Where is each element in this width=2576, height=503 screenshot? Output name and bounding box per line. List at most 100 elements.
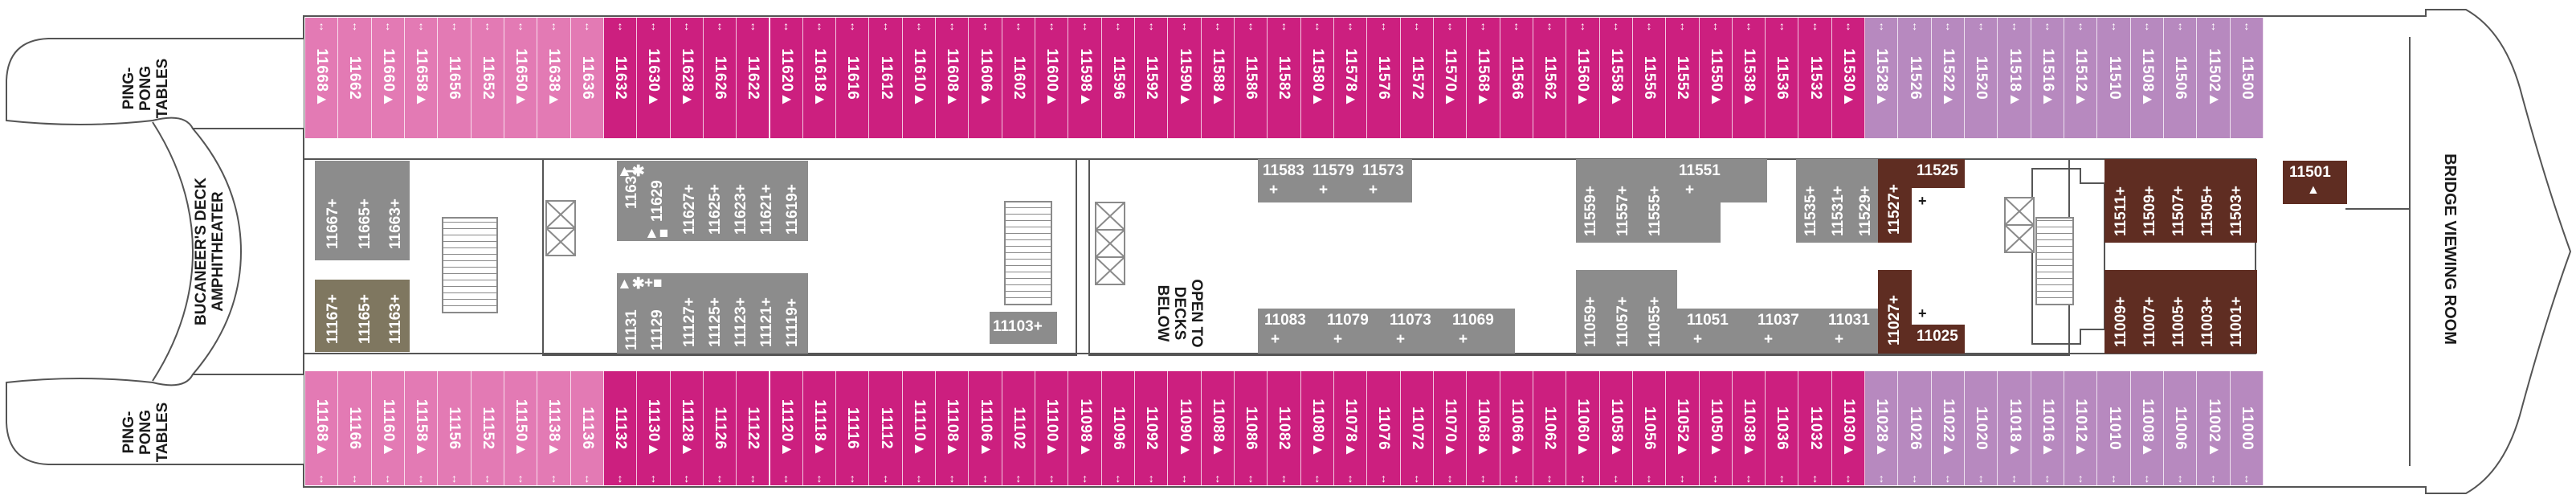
cabin-11128[interactable]: 11128▲↕: [670, 371, 704, 485]
cabin-11016[interactable]: 11016▲↕: [2031, 371, 2065, 485]
cabin-11025[interactable]: 11025: [1912, 325, 1965, 354]
cabin-11132[interactable]: 11132↕: [603, 371, 638, 485]
cabin-11518[interactable]: 11518▲↕: [1998, 18, 2031, 138]
cabin-11138[interactable]: 11138▲↕: [537, 371, 571, 485]
cabin-11626[interactable]: 11626↕: [703, 18, 737, 138]
cabin-11122[interactable]: 11122↕: [737, 371, 770, 485]
cabin-11516[interactable]: 11516▲↕: [2031, 18, 2065, 138]
cabin-block-c-bottom-h[interactable]: [1677, 309, 1892, 354]
cabin-11078[interactable]: 11078▲↕: [1333, 371, 1368, 485]
cabin-11550[interactable]: 11550▲↕: [1699, 18, 1733, 138]
cabin-11582[interactable]: 11582↕: [1268, 18, 1301, 138]
cabin-11600[interactable]: 11600▲↕: [1035, 18, 1069, 138]
cabin-11008[interactable]: 11008▲↕: [2130, 371, 2165, 485]
cabin-11620[interactable]: 11620▲↕: [770, 18, 803, 138]
cabin-11606[interactable]: 11606▲↕: [969, 18, 1002, 138]
cabin-11136[interactable]: 11136↕: [570, 371, 604, 485]
cabin-block-fwd-top[interactable]: [2104, 159, 2257, 243]
cabin-11130[interactable]: 11130▲↕: [637, 371, 671, 485]
cabin-11058[interactable]: 11058▲↕: [1599, 371, 1633, 485]
cabin-11650[interactable]: 11650▲↕: [504, 18, 538, 138]
cabin-11572[interactable]: 11572↕: [1400, 18, 1434, 138]
cabin-11152[interactable]: 11152↕: [471, 371, 504, 485]
cabin-11508[interactable]: 11508▲↕: [2130, 18, 2165, 138]
cabin-11556[interactable]: 11556↕: [1632, 18, 1667, 138]
cabin-11156[interactable]: 11156↕: [438, 371, 472, 485]
cabin-11028[interactable]: 11028▲↕: [1865, 371, 1899, 485]
cabin-11038[interactable]: 11038▲↕: [1732, 371, 1766, 485]
cabin-11006[interactable]: 11006↕: [2164, 371, 2198, 485]
cabin-11158[interactable]: 11158▲↕: [404, 371, 439, 485]
cabin-11532[interactable]: 11532↕: [1798, 18, 1832, 138]
cabin-11530[interactable]: 11530▲↕: [1831, 18, 1866, 138]
cabin-11526[interactable]: 11526↕: [1898, 18, 1932, 138]
cabin-block-c-top[interactable]: [1576, 159, 1721, 243]
cabin-11538[interactable]: 11538▲↕: [1732, 18, 1766, 138]
cabin-11632[interactable]: 11632↕: [603, 18, 638, 138]
cabin-11660[interactable]: 11660▲↕: [371, 18, 405, 138]
cabin-11510[interactable]: 11510↕: [2097, 18, 2131, 138]
cabin-11036[interactable]: 11036↕: [1766, 371, 1799, 485]
cabin-11030[interactable]: 11030▲↕: [1831, 371, 1866, 485]
cabin-11092[interactable]: 11092↕: [1135, 371, 1169, 485]
cabin-11566[interactable]: 11566↕: [1500, 18, 1533, 138]
cabin-11506[interactable]: 11506↕: [2164, 18, 2198, 138]
cabin-11568[interactable]: 11568▲↕: [1467, 18, 1500, 138]
cabin-11072[interactable]: 11072↕: [1400, 371, 1434, 485]
cabin-11527[interactable]: 11527+: [1878, 159, 1912, 243]
cabin-11622[interactable]: 11622↕: [737, 18, 770, 138]
cabin-11592[interactable]: 11592↕: [1135, 18, 1169, 138]
cabin-11658[interactable]: 11658▲↕: [404, 18, 439, 138]
cabin-11086[interactable]: 11086↕: [1235, 371, 1268, 485]
cabin-11060[interactable]: 11060▲↕: [1566, 371, 1600, 485]
cabin-11618[interactable]: 11618▲↕: [802, 18, 837, 138]
cabin-11066[interactable]: 11066▲↕: [1500, 371, 1533, 485]
cabin-block-c-bottom[interactable]: [1576, 270, 1677, 354]
cabin-11168[interactable]: 11168▲↕: [305, 371, 339, 485]
cabin-11562[interactable]: 11562↕: [1533, 18, 1567, 138]
cabin-11112[interactable]: 11112↕: [869, 371, 903, 485]
cabin-11560[interactable]: 11560▲↕: [1566, 18, 1600, 138]
cabin-11588[interactable]: 11588▲↕: [1201, 18, 1235, 138]
cabin-11598[interactable]: 11598▲↕: [1068, 18, 1102, 138]
cabin-11578[interactable]: 11578▲↕: [1333, 18, 1368, 138]
cabin-11018[interactable]: 11018▲↕: [1998, 371, 2031, 485]
cabin-11668[interactable]: 11668▲↕: [305, 18, 339, 138]
cabin-block-fwd-bottom[interactable]: [2104, 270, 2257, 354]
cabin-11082[interactable]: 11082↕: [1268, 371, 1301, 485]
cabin-11610[interactable]: 11610▲↕: [902, 18, 937, 138]
cabin-11012[interactable]: 11012▲↕: [2064, 371, 2098, 485]
cabin-11165-11163[interactable]: 11165+ 11163+: [347, 280, 410, 352]
cabin-block-a-top[interactable]: [617, 161, 808, 241]
cabin-11098[interactable]: 11098▲↕: [1068, 371, 1102, 485]
cabin-11100[interactable]: 11100▲↕: [1035, 371, 1069, 485]
cabin-11010[interactable]: 11010↕: [2097, 371, 2131, 485]
cabin-11096[interactable]: 11096↕: [1101, 371, 1136, 485]
cabin-11020[interactable]: 11020↕: [1965, 371, 1998, 485]
cabin-11102[interactable]: 11102↕: [1002, 371, 1036, 485]
cabin-11570[interactable]: 11570▲↕: [1433, 18, 1468, 138]
cabin-11070[interactable]: 11070▲↕: [1433, 371, 1468, 485]
cabin-11166[interactable]: 11166↕: [338, 371, 372, 485]
cabin-block-b-bottom[interactable]: [1258, 309, 1515, 354]
cabin-11500[interactable]: 11500↕: [2230, 18, 2264, 138]
cabin-11502[interactable]: 11502▲↕: [2197, 18, 2231, 138]
cabin-11108[interactable]: 11108▲↕: [936, 371, 970, 485]
cabin-11522[interactable]: 11522▲↕: [1931, 18, 1966, 138]
cabin-11068[interactable]: 11068▲↕: [1467, 371, 1500, 485]
cabin-11103[interactable]: 11103+: [990, 312, 1057, 344]
cabin-11150[interactable]: 11150▲↕: [504, 371, 538, 485]
cabin-11525[interactable]: 11525: [1912, 159, 1965, 188]
cabin-11596[interactable]: 11596↕: [1101, 18, 1136, 138]
cabin-11090[interactable]: 11090▲↕: [1168, 371, 1202, 485]
cabin-11656[interactable]: 11656↕: [438, 18, 472, 138]
cabin-11662[interactable]: 11662↕: [338, 18, 372, 138]
cabin-11126[interactable]: 11126↕: [703, 371, 737, 485]
cabin-11120[interactable]: 11120▲↕: [770, 371, 803, 485]
cabin-11000[interactable]: 11000↕: [2230, 371, 2264, 485]
cabin-11002[interactable]: 11002▲↕: [2197, 371, 2231, 485]
cabin-11076[interactable]: 11076↕: [1367, 371, 1401, 485]
cabin-11590[interactable]: 11590▲↕: [1168, 18, 1202, 138]
cabin-11106[interactable]: 11106▲↕: [969, 371, 1002, 485]
cabin-11062[interactable]: 11062↕: [1533, 371, 1567, 485]
